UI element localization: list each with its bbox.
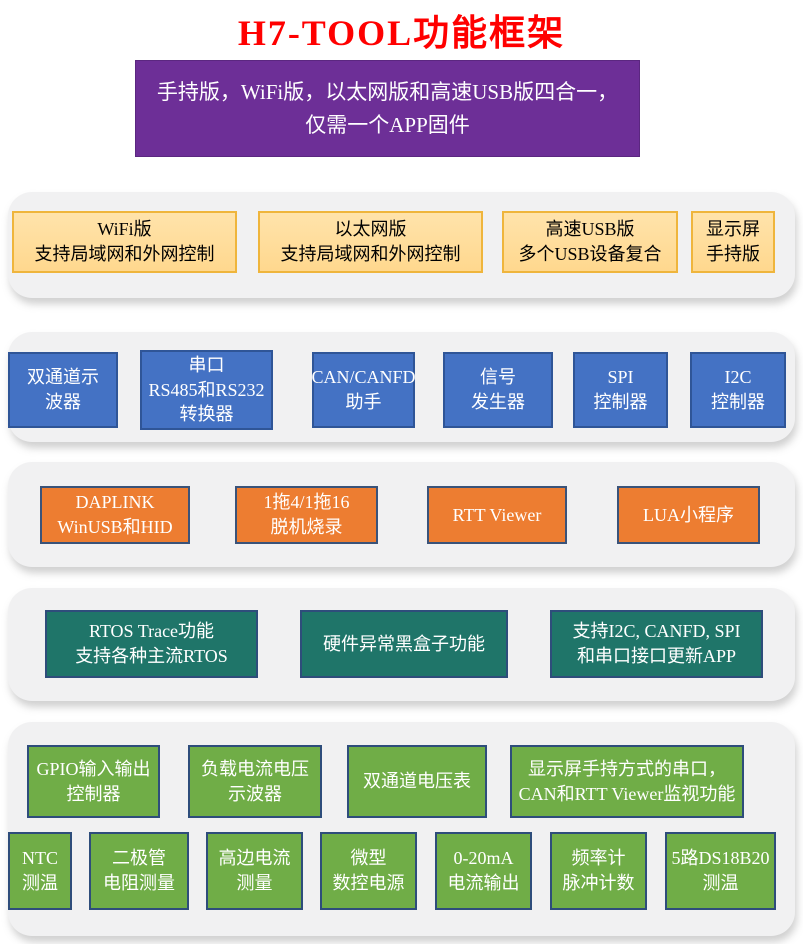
box-line: 以太网版 bbox=[334, 219, 407, 240]
box-line: 电流输出 bbox=[447, 873, 520, 893]
box-line: 支持局域网和外网控制 bbox=[280, 244, 461, 264]
box-offline-programming: 1拖4/1拖16 脱机烧录 bbox=[235, 486, 378, 544]
box-line: 示波器 bbox=[228, 783, 282, 804]
box-line: CAN/CANFD bbox=[311, 367, 416, 388]
box-line: 1拖4/1拖16 bbox=[263, 492, 350, 513]
box-canfd-assistant: CAN/CANFD 助手 bbox=[311, 352, 416, 428]
box-wifi-edition: WiFi版 支持局域网和外网控制 bbox=[12, 211, 237, 273]
box-line: 支持局域网和外网控制 bbox=[34, 244, 215, 264]
box-rtos-trace: RTOS Trace功能 支持各种主流RTOS bbox=[45, 610, 258, 678]
box-line: 多个USB设备复合 bbox=[518, 244, 662, 264]
box-line: 支持I2C, CANFD, SPI bbox=[572, 621, 741, 642]
box-line: 手持版 bbox=[706, 244, 760, 264]
box-micro-power-supply: 微型 数控电源 bbox=[320, 832, 417, 910]
box-ds18b20-temp: 5路DS18B20 测温 bbox=[665, 832, 776, 910]
box-line: 支持各种主流RTOS bbox=[75, 646, 228, 666]
box-handheld-monitor: 显示屏手持方式的串口， CAN和RTT Viewer监视功能 bbox=[510, 745, 744, 818]
box-line: 双通道示 bbox=[27, 367, 99, 388]
box-line: 控制器 bbox=[711, 392, 765, 412]
box-i2c-controller: I2C 控制器 bbox=[690, 352, 786, 428]
box-line: 和串口接口更新APP bbox=[576, 646, 737, 666]
box-line: 硬件异常黑盒子功能 bbox=[323, 633, 485, 654]
box-line: 测温 bbox=[702, 873, 739, 893]
box-hardware-blackbox: 硬件异常黑盒子功能 bbox=[300, 610, 508, 678]
box-line: RS485和RS232 bbox=[148, 379, 265, 400]
box-line: LUA小程序 bbox=[643, 504, 734, 525]
banner-line-2: 仅需一个APP固件 bbox=[305, 112, 470, 137]
box-line: 频率计 bbox=[571, 848, 626, 869]
box-line: RTOS Trace功能 bbox=[88, 621, 215, 642]
box-line: 电阻测量 bbox=[103, 873, 175, 893]
banner-line-1: 手持版，WiFi版，以太网版和高速USB版四合一， bbox=[156, 79, 619, 104]
box-line: 测量 bbox=[236, 873, 273, 893]
box-diode-resistance: 二极管 电阻测量 bbox=[89, 832, 189, 910]
box-line: 发生器 bbox=[471, 392, 525, 412]
box-line: 信号 bbox=[480, 367, 516, 388]
box-line: 负载电流电压 bbox=[201, 758, 309, 779]
box-current-output: 0-20mA 电流输出 bbox=[435, 832, 532, 910]
box-serial-converter: 串口 RS485和RS232 转换器 bbox=[140, 350, 273, 430]
box-line: GPIO输入输出 bbox=[36, 758, 151, 779]
box-frequency-counter: 频率计 脉冲计数 bbox=[550, 832, 647, 910]
box-line: 波器 bbox=[45, 392, 81, 412]
box-line: 二极管 bbox=[112, 848, 166, 869]
box-line: 双通道电压表 bbox=[363, 771, 471, 792]
box-gpio-controller: GPIO输入输出 控制器 bbox=[27, 745, 160, 818]
box-spi-controller: SPI 控制器 bbox=[573, 352, 668, 428]
box-handheld-display: 显示屏 手持版 bbox=[691, 211, 775, 273]
box-line: SPI bbox=[607, 367, 634, 388]
box-dual-channel-oscilloscope: 双通道示 波器 bbox=[8, 352, 118, 428]
box-line: NTC bbox=[22, 848, 58, 869]
box-app-update-interfaces: 支持I2C, CANFD, SPI 和串口接口更新APP bbox=[550, 610, 763, 678]
box-line: CAN和RTT Viewer监视功能 bbox=[518, 783, 736, 804]
box-line: 显示屏 bbox=[706, 219, 760, 240]
box-line: I2C bbox=[724, 367, 752, 388]
box-line: 测温 bbox=[22, 873, 58, 893]
box-line: 显示屏手持方式的串口， bbox=[528, 758, 726, 779]
box-line: 脱机烧录 bbox=[270, 517, 343, 537]
box-load-current-oscilloscope: 负载电流电压 示波器 bbox=[188, 745, 322, 818]
page-title: H7-TOOL功能框架 bbox=[237, 13, 566, 53]
box-line: DAPLINK bbox=[75, 492, 155, 513]
box-usb-edition: 高速USB版 多个USB设备复合 bbox=[502, 211, 678, 273]
box-lua-applet: LUA小程序 bbox=[617, 486, 760, 544]
box-line: RTT Viewer bbox=[452, 504, 542, 525]
box-line: 高边电流 bbox=[218, 848, 291, 869]
box-daplink: DAPLINK WinUSB和HID bbox=[40, 486, 190, 544]
box-ntc-temp: NTC 测温 bbox=[8, 832, 72, 910]
box-ethernet-edition: 以太网版 支持局域网和外网控制 bbox=[258, 211, 483, 273]
box-line: 0-20mA bbox=[453, 848, 514, 869]
box-line: 脉冲计数 bbox=[562, 873, 635, 893]
box-line: 5路DS18B20 bbox=[671, 848, 770, 869]
box-line: 高速USB版 bbox=[545, 219, 635, 240]
summary-banner: 手持版，WiFi版，以太网版和高速USB版四合一， 仅需一个APP固件 bbox=[135, 60, 640, 157]
box-line: 控制器 bbox=[66, 783, 121, 804]
box-high-side-current: 高边电流 测量 bbox=[206, 832, 303, 910]
box-line: 控制器 bbox=[593, 392, 648, 412]
box-line: 数控电源 bbox=[332, 873, 405, 893]
box-line: 助手 bbox=[345, 392, 382, 412]
box-line: 串口 bbox=[188, 354, 225, 375]
box-line: 转换器 bbox=[179, 404, 234, 425]
box-line: 微型 bbox=[350, 848, 387, 869]
box-line: WiFi版 bbox=[97, 219, 152, 240]
box-line: WinUSB和HID bbox=[57, 517, 173, 537]
box-rtt-viewer: RTT Viewer bbox=[427, 486, 567, 544]
box-signal-generator: 信号 发生器 bbox=[443, 352, 553, 428]
box-dual-channel-voltmeter: 双通道电压表 bbox=[347, 745, 487, 818]
